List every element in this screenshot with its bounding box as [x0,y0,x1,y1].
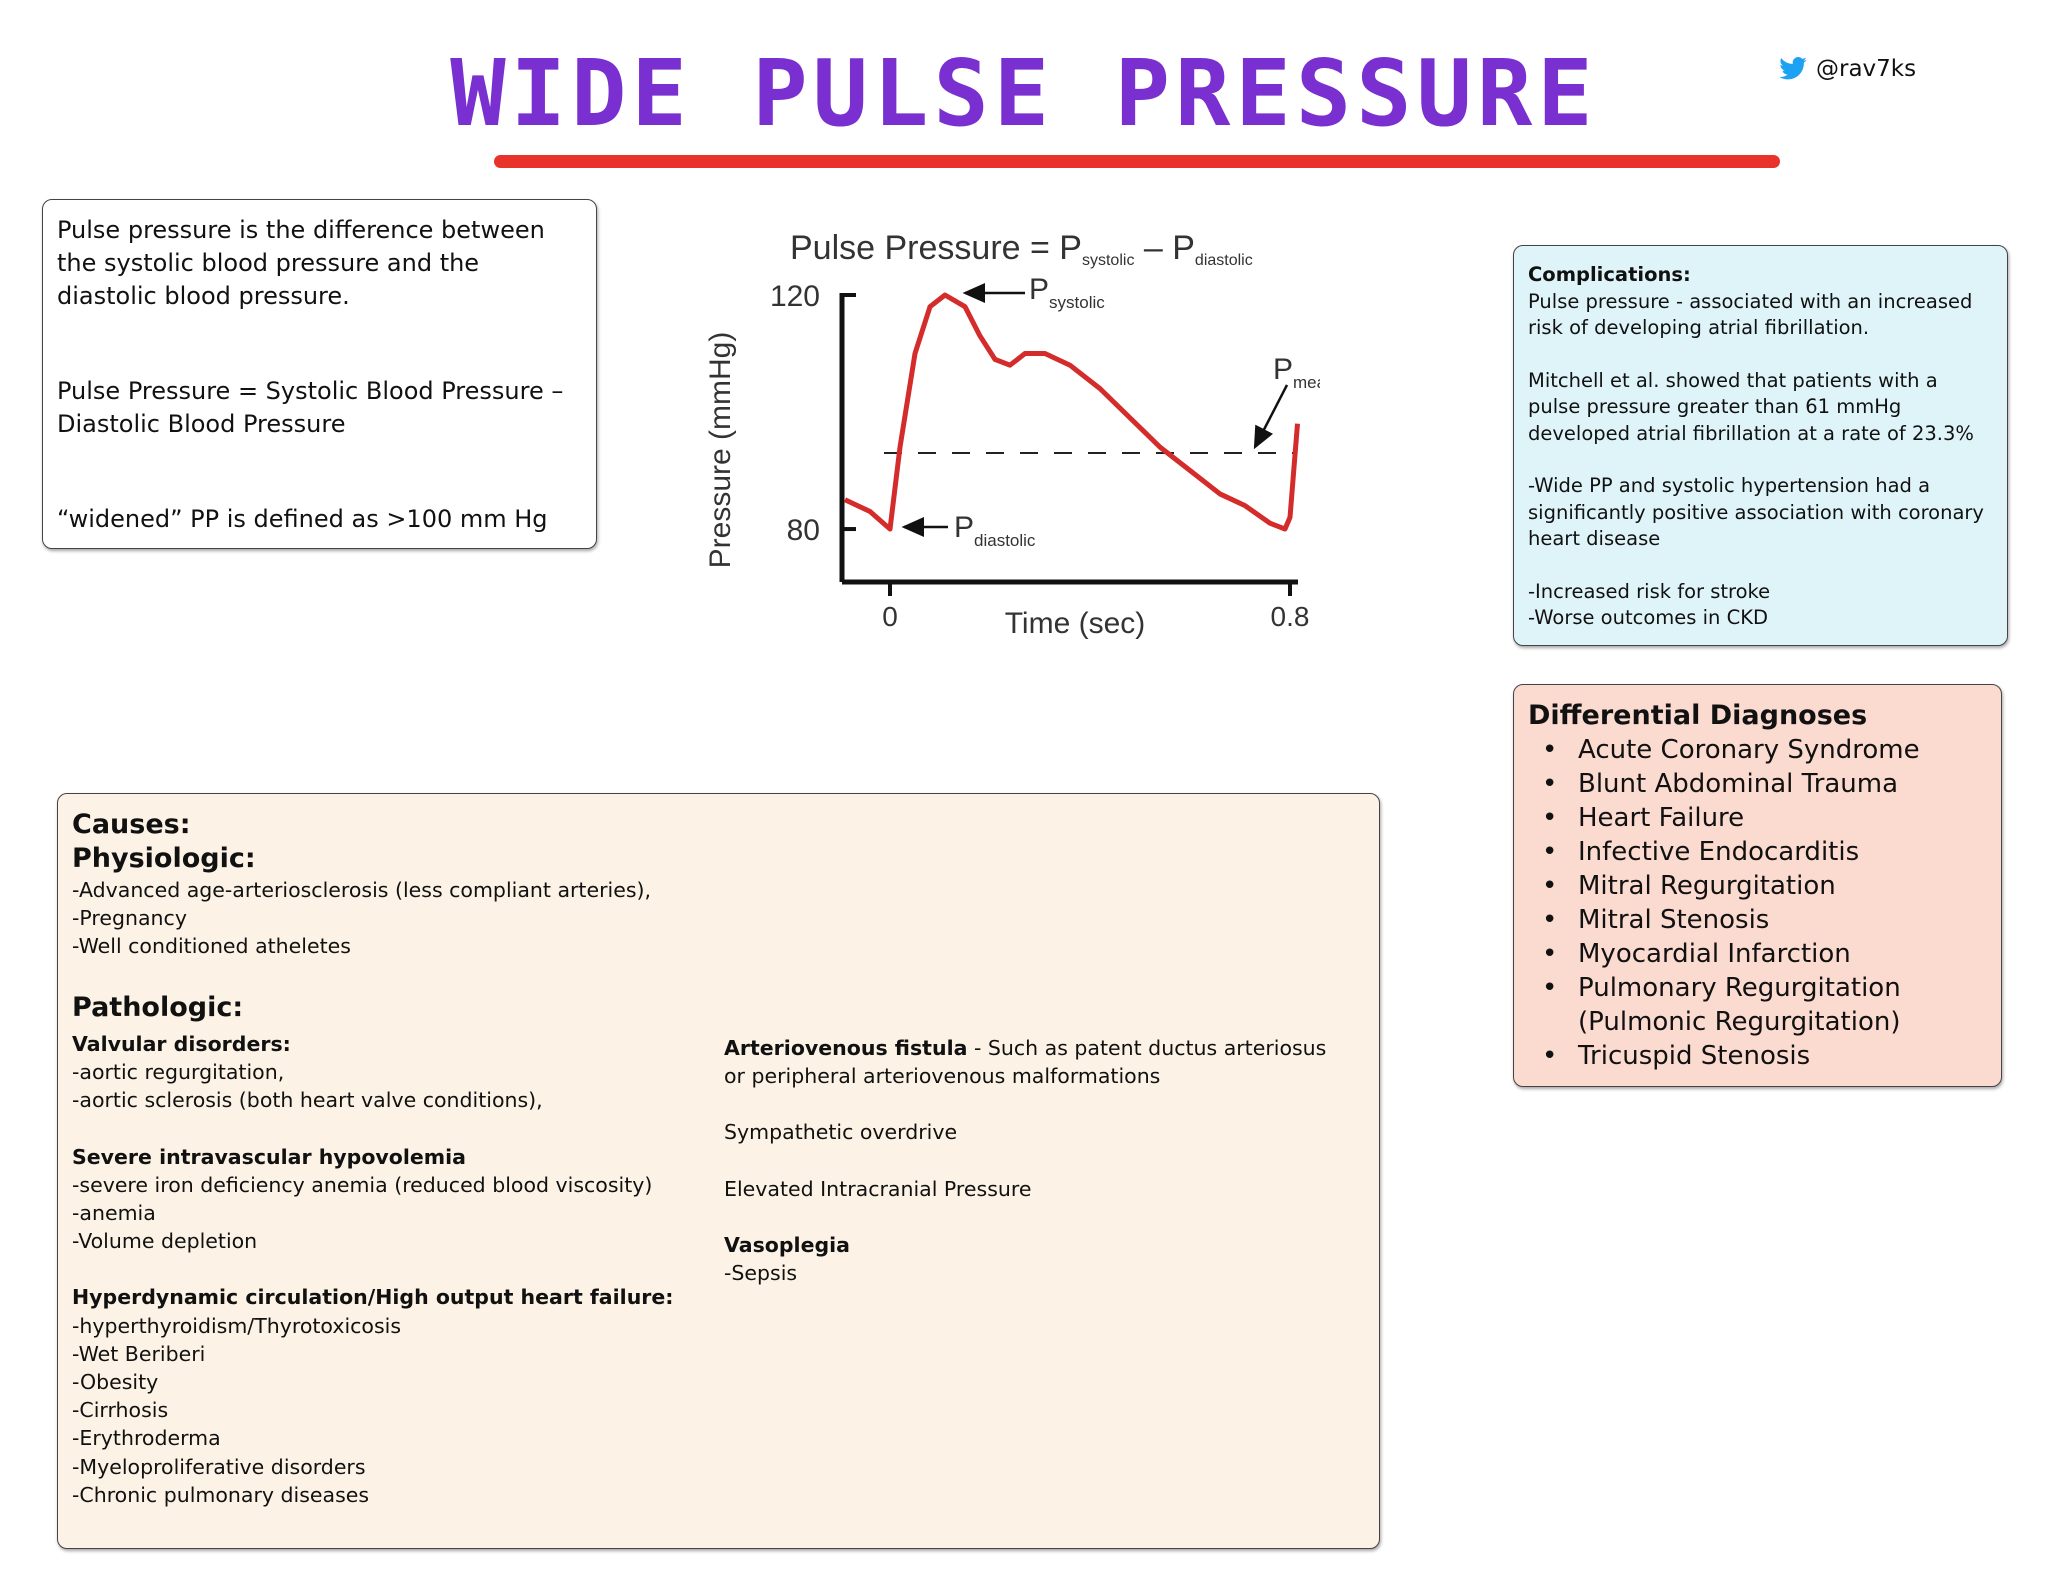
ddx-item: Pulmonary Regurgitation (Pulmonic Regurg… [1542,971,1987,1039]
pulse-pressure-chart: Pulse Pressure = Psystolic – Pdiastolic … [704,229,1320,640]
pathologic-heading: Pathologic: [72,991,244,1023]
elevated-icp: Elevated Intracranial Pressure [724,1176,1032,1201]
av-fistula-heading: Arteriovenous fistula [724,1036,968,1060]
physiologic-heading: Physiologic: [72,843,256,874]
valvular-item: -aortic sclerosis (both heart valve cond… [72,1088,543,1113]
chart-title-mid: – P [1134,229,1194,267]
widened-definition: “widened” PP is defined as >100 mm Hg [57,505,548,533]
chart-title-sub1: systolic [1082,252,1134,269]
chart-plot-area: 120 80 0 0.8 PsystolicPmeanPdiastolic [770,273,1320,632]
x-tick-label: 0.8 [1271,601,1310,632]
title-underline [494,155,1780,168]
complication-chd: -Wide PP and systolic hypertension had a… [1528,474,1984,550]
y-tick-label: 120 [770,280,820,313]
complications-box: Complications: Pulse pressure - associat… [1513,245,2008,646]
causes-box: Causes: Physiologic: -Advanced age-arter… [57,793,1380,1549]
hyperdynamic-heading: Hyperdynamic circulation/High output hea… [72,1285,674,1310]
chart-title: Pulse Pressure = Psystolic – Pdiastolic [790,229,1253,269]
page-title: WIDE PULSE PRESSURE [450,40,1598,147]
diastolic-label: Pdiastolic [954,511,1036,550]
formula-text: Pulse Pressure = Systolic Blood Pressure… [57,377,564,438]
complications-heading: Complications: [1528,263,1691,286]
vasoplegia-heading: Vasoplegia [724,1232,851,1257]
hypovolemia-item: -Volume depletion [72,1229,258,1254]
x-tick-label: 0 [882,601,898,632]
hyperdynamic-item: -Cirrhosis [72,1398,169,1423]
hyperdynamic-item: -Chronic pulmonary diseases [72,1482,370,1507]
hypovolemia-item: -anemia [72,1201,156,1226]
y-axis-label: Pressure (mmHg) [704,332,737,569]
handle-text: @rav7ks [1816,56,1917,82]
differential-diagnoses-box: Differential Diagnoses Acute Coronary Sy… [1513,684,2002,1087]
complication-stroke: -Increased risk for stroke [1528,579,1771,603]
x-axis-label: Time (sec) [1005,607,1146,640]
physiologic-item: -Well conditioned atheletes [72,934,351,959]
definition-text: Pulse pressure is the difference between… [57,216,545,310]
ddx-heading: Differential Diagnoses [1528,700,1868,731]
av-fistula-text: - Such as patent ductus arteriosus or pe… [724,1036,1327,1089]
complication-af: Pulse pressure - associated with an incr… [1528,289,1973,340]
hyperdynamic-item: -Myeloproliferative disorders [72,1454,366,1479]
ddx-item: Infective Endocarditis [1542,835,1987,869]
complication-mitchell: Mitchell et al. showed that patients wit… [1528,368,1974,445]
physiologic-item: -Advanced age-arteriosclerosis (less com… [72,878,652,902]
ddx-item: Blunt Abdominal Trauma [1542,767,1987,801]
pressure-waveform-line [843,292,1300,532]
causes-heading: Causes: [72,809,191,840]
physiologic-item: -Pregnancy [72,906,187,931]
mean-label: Pmean [1273,353,1320,392]
twitter-bird-icon [1779,57,1807,80]
chart-title-sub2: diastolic [1195,252,1253,269]
hyperdynamic-item: -Erythroderma [72,1426,221,1451]
valvular-heading: Valvular disorders: [72,1032,291,1056]
hyperdynamic-item: -Obesity [72,1370,159,1395]
y-tick-label: 80 [787,514,820,547]
complication-ckd: -Worse outcomes in CKD [1528,606,1769,629]
hyperdynamic-item: -Wet Beriberi [72,1341,206,1366]
vasoplegia-item: -Sepsis [724,1261,798,1286]
hyperdynamic-item: -hyperthyroidism/Thyrotoxicosis [72,1313,402,1338]
chart-title-main: Pulse Pressure = P [790,229,1082,267]
ddx-item: Mitral Regurgitation [1542,869,1987,903]
ddx-list: Acute Coronary Syndrome Blunt Abdominal … [1528,733,1987,1073]
ddx-item: Heart Failure [1542,801,1987,835]
ddx-item: Acute Coronary Syndrome [1542,733,1987,767]
systolic-label: Psystolic [1029,273,1105,312]
ddx-item: Myocardial Infarction [1542,937,1987,971]
author-handle[interactable]: @rav7ks [1776,54,1916,84]
ddx-item: Tricuspid Stenosis [1542,1039,1987,1073]
valvular-item: -aortic regurgitation, [72,1060,285,1085]
sympathetic-overdrive: Sympathetic overdrive [724,1120,958,1145]
hypovolemia-item: -severe iron deficiency anemia (reduced … [72,1172,653,1197]
definition-box: Pulse pressure is the difference between… [42,199,597,549]
hypovolemia-heading: Severe intravascular hypovolemia [72,1144,467,1169]
ddx-item: Mitral Stenosis [1542,903,1987,937]
mean-arrow [1253,384,1289,450]
